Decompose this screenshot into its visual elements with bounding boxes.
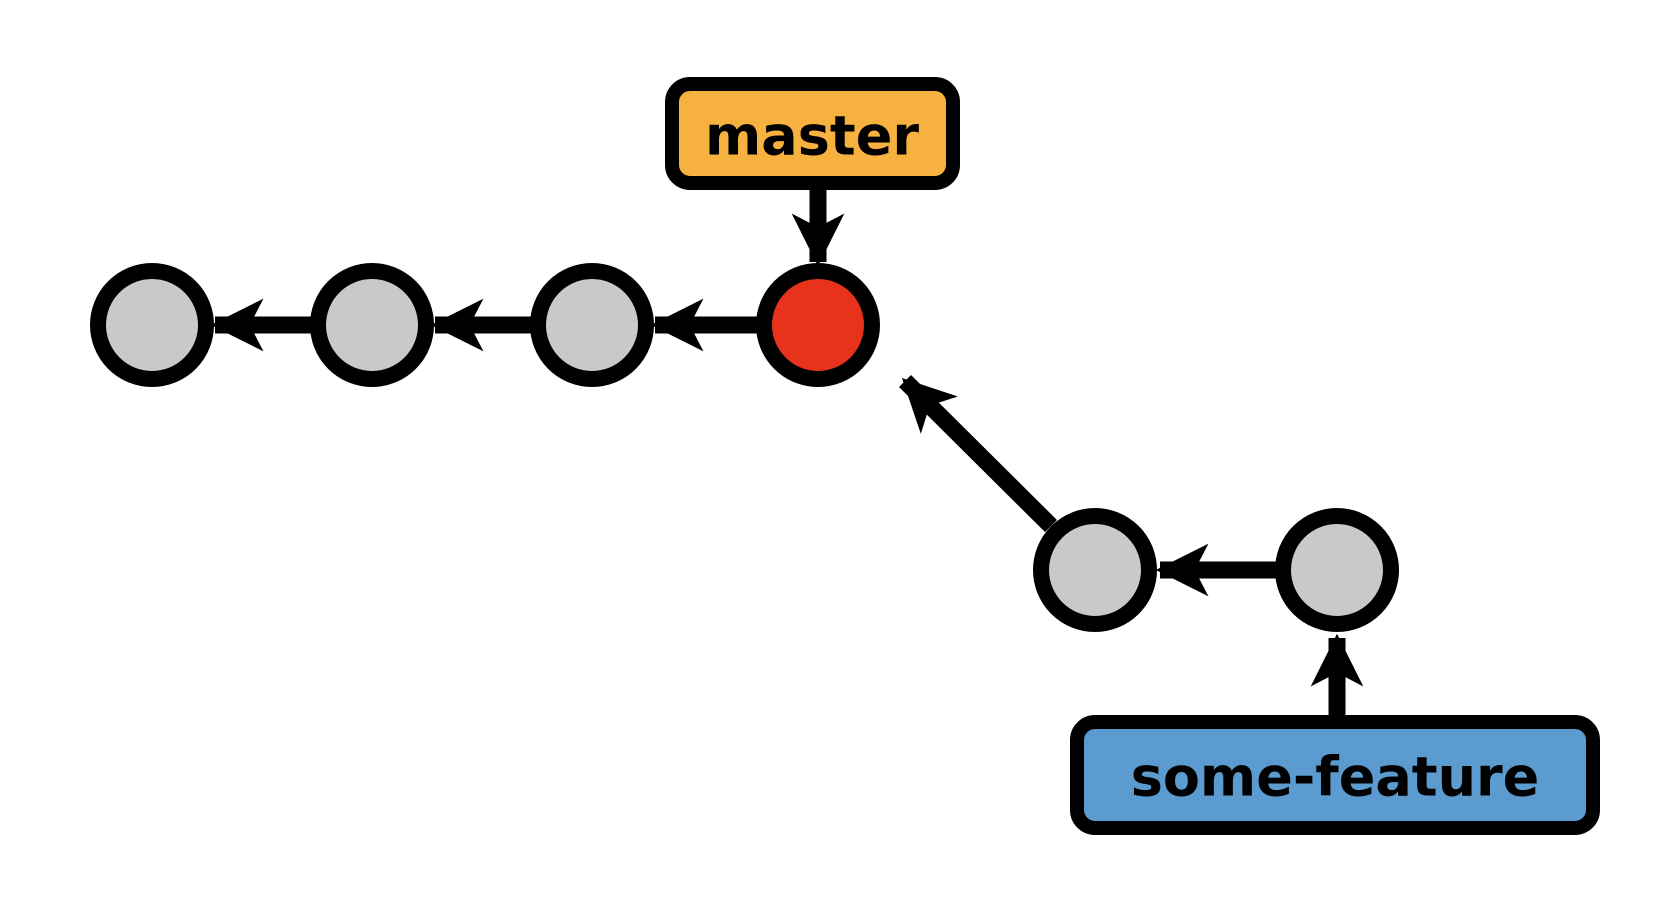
branch-label-master[interactable]: master (665, 77, 960, 190)
commit-node-head-c4[interactable] (756, 263, 880, 387)
branch-pointers-group (791, 190, 1364, 715)
commit-node-c1[interactable] (90, 263, 214, 387)
branch-label-some-feature[interactable]: some-feature (1070, 715, 1600, 835)
commit-node-c3[interactable] (530, 263, 654, 387)
edges-group (210, 298, 1293, 597)
branch-label-some-feature-text: some-feature (1131, 746, 1540, 809)
edge-f1-to-c4 (899, 374, 1057, 533)
branch-label-some-feature-box[interactable] (1070, 715, 1600, 835)
commit-nodes-group (90, 263, 1399, 632)
commit-node-f2[interactable] (1275, 508, 1399, 632)
commit-node-c2[interactable] (310, 263, 434, 387)
branch-label-master-text: master (705, 105, 919, 168)
commit-node-f1[interactable] (1033, 508, 1157, 632)
branch-label-master-box[interactable] (665, 77, 960, 190)
